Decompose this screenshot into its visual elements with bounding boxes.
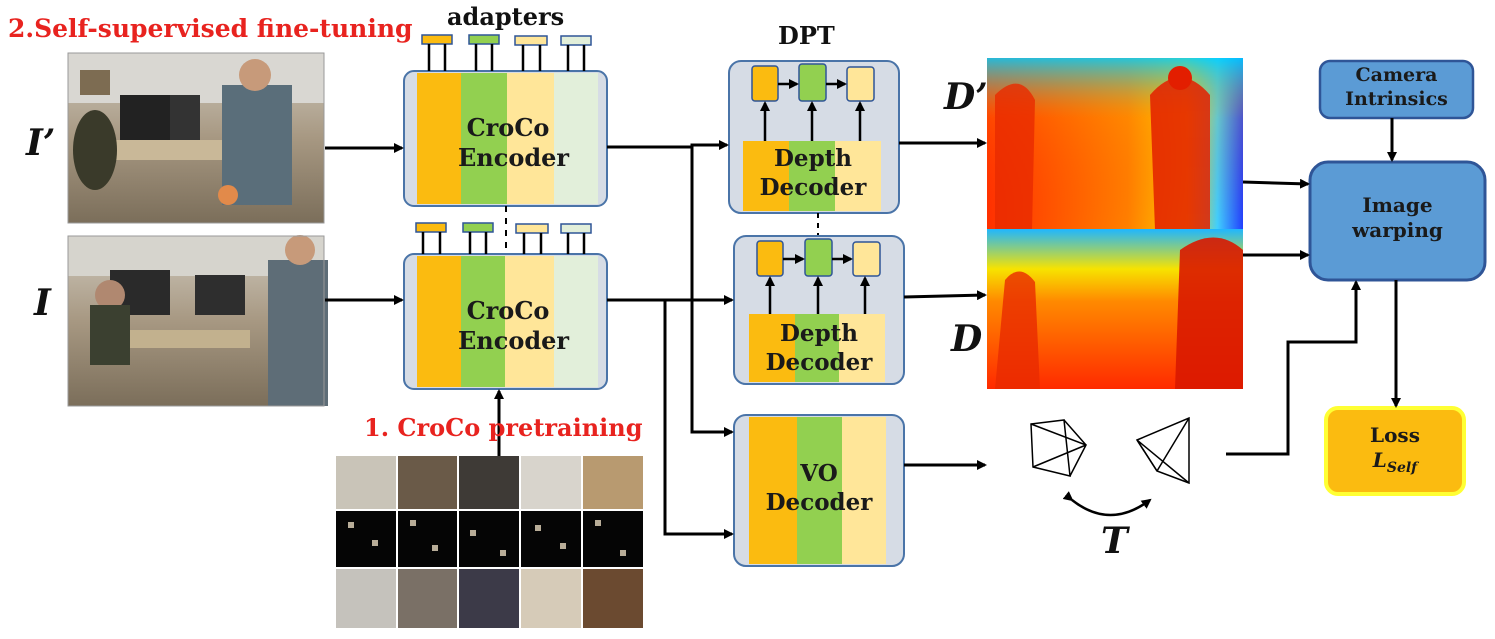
encoder-bottom bbox=[403, 253, 608, 390]
loss-box bbox=[1324, 406, 1466, 496]
loss-symbol: L bbox=[1372, 448, 1387, 472]
fine-tuning-title: 2.Self-supervised fine-tuning bbox=[8, 14, 413, 43]
relative-pose-arrow bbox=[1062, 491, 1152, 517]
vo-decoder bbox=[733, 414, 905, 567]
dpt-top bbox=[728, 60, 900, 214]
input-image-i-prime bbox=[67, 52, 325, 224]
dpt-top-arrows bbox=[760, 79, 865, 141]
flow-arrows bbox=[325, 118, 1401, 539]
pose-label-t: T bbox=[1101, 520, 1128, 562]
input-image-i bbox=[67, 235, 328, 407]
pretraining-image-grid bbox=[336, 456, 643, 628]
depth-label-d-prime: D’ bbox=[944, 76, 988, 118]
dpt-bottom-arrows bbox=[765, 254, 870, 314]
depth-map-d-prime bbox=[987, 58, 1243, 231]
adapters-top bbox=[421, 34, 592, 71]
camera-intrinsics-box bbox=[1318, 59, 1475, 120]
adapters-label: adapters bbox=[447, 2, 565, 31]
loss-subscript: Self bbox=[1386, 460, 1418, 476]
camera-pose-2-icon bbox=[1135, 416, 1190, 485]
pretraining-title: 1. CroCo pretraining bbox=[364, 413, 643, 442]
depth-map-d bbox=[987, 229, 1243, 389]
input-label-i-prime: I’ bbox=[26, 122, 56, 164]
input-label-i: I bbox=[34, 282, 51, 324]
loss-label: Loss LSelf bbox=[1370, 423, 1420, 476]
encoder-top bbox=[403, 70, 608, 207]
depth-label-d: D bbox=[951, 318, 983, 360]
dpt-label: DPT bbox=[778, 21, 835, 50]
camera-pose-1-icon bbox=[1030, 419, 1088, 477]
adapters-bottom bbox=[415, 222, 592, 254]
